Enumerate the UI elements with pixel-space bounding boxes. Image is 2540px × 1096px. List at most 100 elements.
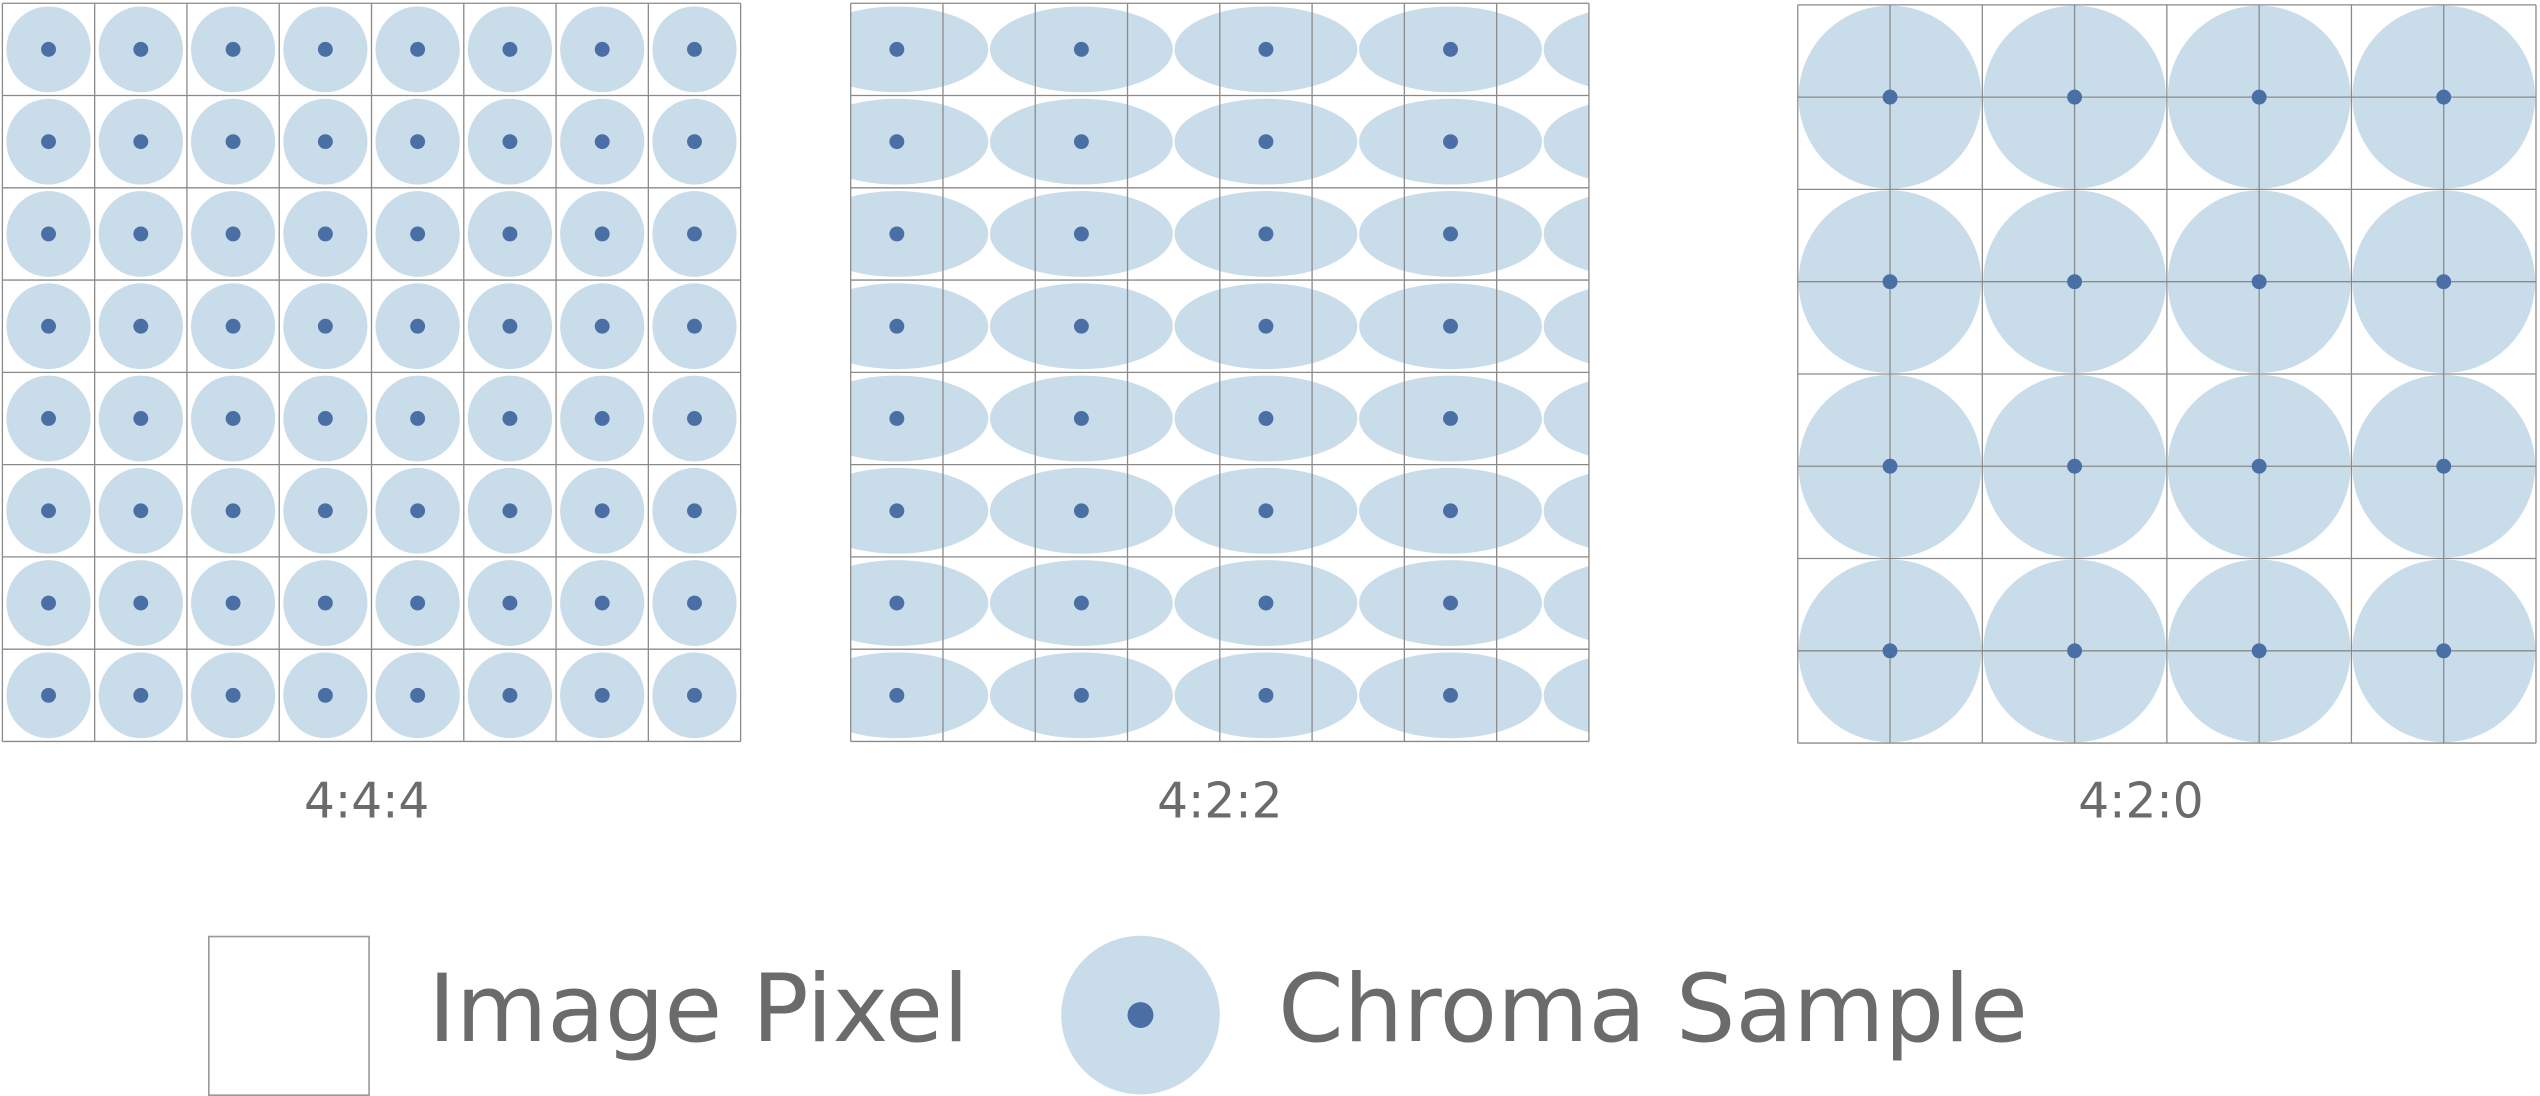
- chroma-dot: [1073, 41, 1089, 57]
- chroma-dot: [1073, 134, 1089, 150]
- chroma-dot: [133, 226, 149, 242]
- chroma-dot: [1628, 134, 1643, 149]
- chroma-dot: [41, 318, 56, 334]
- pixel-grid: [1, 2, 742, 743]
- chroma-dot: [502, 411, 518, 426]
- legend-pixel-label: Image Pixel: [428, 955, 969, 1064]
- chroma-sample: [850, 375, 989, 462]
- chroma-dot: [1073, 595, 1089, 611]
- chroma-dot: [1443, 687, 1458, 703]
- chroma-dot: [1258, 411, 1274, 426]
- chroma-dot: [2067, 89, 2083, 105]
- chroma-dot: [317, 134, 333, 150]
- chroma-sample: [745, 99, 829, 185]
- panel-422: [850, 2, 1643, 743]
- chroma-dot: [889, 595, 905, 611]
- chroma-dot: [317, 411, 333, 426]
- chroma-dot: [687, 595, 702, 611]
- chroma-dot: [779, 503, 794, 518]
- chroma-dot: [2251, 643, 2267, 659]
- chroma-dot: [2067, 643, 2083, 659]
- panel-420: [1797, 4, 2537, 744]
- chroma-dot: [594, 595, 610, 611]
- chroma-dot: [41, 134, 56, 150]
- chroma-dot: [317, 503, 333, 519]
- legend-chroma-dot: [1127, 1002, 1154, 1029]
- chroma-dot: [225, 687, 241, 703]
- chroma-dot: [225, 411, 241, 426]
- chroma-dot: [779, 319, 794, 334]
- chroma-dot: [779, 226, 794, 241]
- chroma-dot: [687, 134, 702, 150]
- chroma-dot: [2251, 458, 2267, 474]
- chroma-dot: [1443, 41, 1458, 57]
- chroma-sample: [1543, 381, 1589, 456]
- pixel-grid: [850, 2, 1590, 743]
- chroma-sample: [850, 560, 989, 646]
- chroma-sample: [745, 652, 829, 738]
- chroma-sample: [850, 98, 989, 185]
- chroma-dot: [889, 226, 905, 242]
- chroma-sample: [745, 376, 829, 462]
- chroma-dot: [779, 411, 794, 426]
- chroma-dot: [594, 411, 610, 426]
- chroma-dot: [594, 134, 610, 150]
- chroma-dot: [133, 41, 149, 57]
- chroma-dot: [889, 41, 905, 57]
- chroma-dot: [1628, 319, 1643, 334]
- chroma-dot: [2067, 274, 2083, 290]
- chroma-dot: [317, 595, 333, 611]
- chroma-dot: [1882, 643, 1898, 659]
- chroma-dot: [133, 318, 149, 334]
- chroma-dot: [41, 595, 56, 611]
- chroma-dot: [594, 687, 610, 703]
- chroma-dot: [410, 503, 426, 519]
- chroma-dot: [1443, 226, 1458, 242]
- chroma-dot: [687, 226, 702, 242]
- chroma-sample: [850, 652, 989, 739]
- chroma-dot: [41, 411, 56, 426]
- chroma-dot: [889, 411, 905, 426]
- chroma-dot: [1443, 318, 1458, 334]
- chroma-sample: [1543, 658, 1589, 733]
- chroma-sample: [850, 6, 989, 93]
- chroma-dot: [41, 226, 56, 242]
- chroma-dot: [502, 687, 518, 703]
- chroma-dot: [1258, 318, 1274, 334]
- panel-label-420: 4:2:0: [2078, 774, 2203, 830]
- chroma-dot: [317, 687, 333, 703]
- chroma-dot: [779, 134, 794, 149]
- chroma-dot: [1882, 89, 1898, 105]
- chroma-dot: [410, 41, 426, 57]
- panel-label-422: 4:2:2: [1157, 774, 1282, 830]
- chroma-dot: [889, 318, 905, 334]
- chroma-dot: [1073, 411, 1089, 426]
- chroma-dot: [502, 595, 518, 611]
- chroma-dot: [410, 226, 426, 242]
- chroma-dot: [687, 503, 702, 519]
- chroma-dot: [1628, 42, 1643, 57]
- chroma-dot: [1443, 503, 1458, 519]
- chroma-dot: [1882, 458, 1898, 474]
- chroma-dot: [133, 411, 149, 426]
- chroma-dot: [225, 134, 241, 150]
- chroma-dot: [1628, 688, 1643, 703]
- chroma-dot: [889, 687, 905, 703]
- chroma-dot: [2436, 274, 2452, 290]
- chroma-sample: [1543, 104, 1589, 179]
- panel-444: [1, 2, 829, 743]
- chroma-sample: [850, 191, 989, 277]
- chroma-dot: [410, 318, 426, 334]
- chroma-sample: [745, 283, 829, 369]
- chroma-dot: [317, 318, 333, 334]
- chroma-dot: [1628, 226, 1643, 241]
- chroma-dot: [225, 503, 241, 519]
- chroma-dot: [889, 134, 905, 150]
- chroma-dot: [1628, 411, 1643, 426]
- chroma-dot: [133, 134, 149, 150]
- chroma-sample: [850, 467, 989, 554]
- chroma-dot: [317, 41, 333, 57]
- chroma-sample: [1543, 289, 1589, 364]
- chroma-dot: [317, 226, 333, 242]
